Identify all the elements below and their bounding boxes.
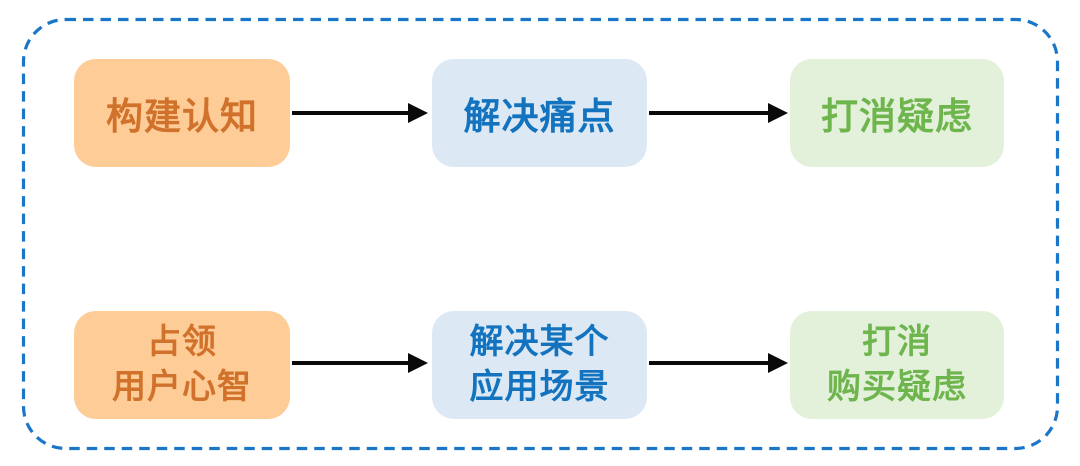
- node-occupy-user-mind: 占领 用户心智: [74, 311, 290, 419]
- node-solve-pain-point: 解决痛点: [432, 59, 647, 167]
- arrow-right-icon: [649, 103, 788, 123]
- arrow-right-icon: [292, 353, 428, 373]
- node-dispel-purchase-doubts: 打消 购买疑虑: [790, 311, 1004, 419]
- arrow-right-icon: [292, 103, 428, 123]
- node-solve-use-case: 解决某个 应用场景: [432, 311, 647, 419]
- node-dispel-doubts: 打消疑虑: [790, 59, 1004, 167]
- arrow-right-icon: [649, 353, 788, 373]
- node-build-awareness: 构建认知: [74, 59, 290, 167]
